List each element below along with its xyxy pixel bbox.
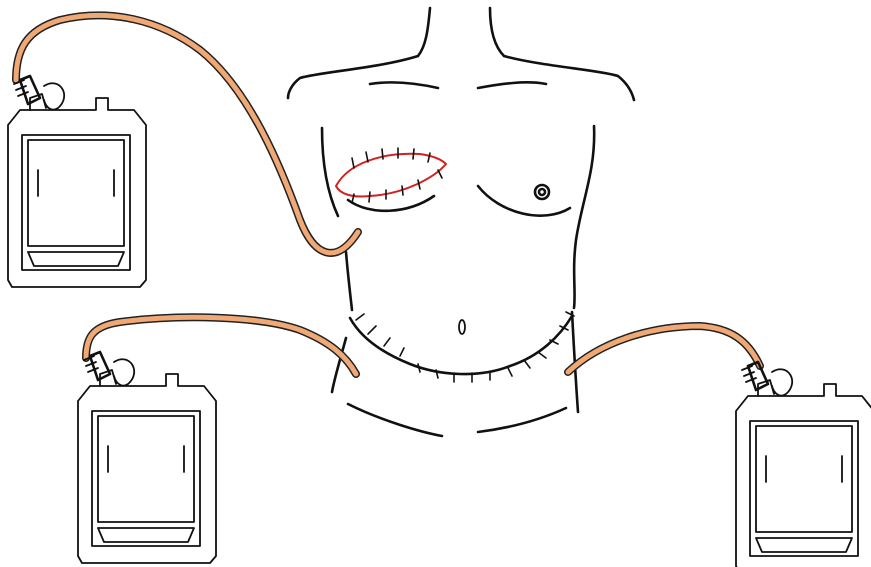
shoulder-right bbox=[504, 56, 634, 100]
hip-right bbox=[478, 408, 566, 432]
breast-left-fold bbox=[348, 196, 434, 211]
neck-left bbox=[418, 8, 430, 56]
hip-left bbox=[348, 404, 442, 436]
nipple-inner bbox=[539, 189, 545, 195]
breast-right-fold bbox=[478, 186, 570, 216]
side-upper-left bbox=[322, 128, 338, 216]
mastectomy-incision bbox=[336, 148, 446, 203]
neck-right bbox=[490, 8, 504, 56]
drain-bottle-upper-left bbox=[8, 76, 146, 287]
side-right bbox=[574, 126, 594, 308]
navel bbox=[459, 320, 465, 334]
drain-tube-lower-left bbox=[86, 317, 356, 374]
drain-bottle-lower-left bbox=[78, 352, 216, 563]
clavicle-right bbox=[478, 82, 546, 88]
abdominal-incision bbox=[350, 312, 574, 382]
drain-tube-lower-right bbox=[568, 326, 760, 372]
clavicle-left bbox=[370, 82, 438, 88]
nipple-outer bbox=[535, 185, 549, 199]
side-mid-left bbox=[346, 252, 352, 310]
shoulder-left bbox=[288, 56, 418, 98]
drain-bottle-lower-right bbox=[736, 362, 871, 567]
torso-outline bbox=[288, 8, 634, 436]
